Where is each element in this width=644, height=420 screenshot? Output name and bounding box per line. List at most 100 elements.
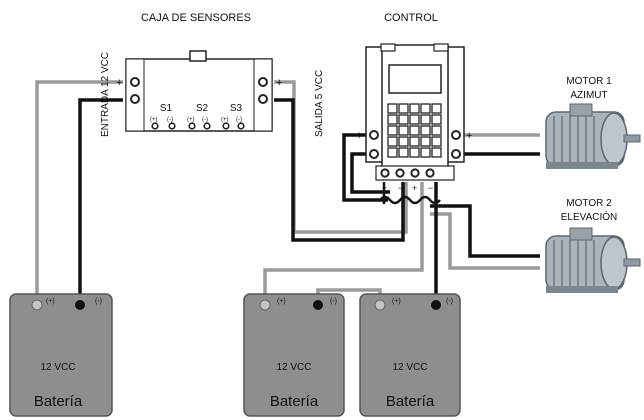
wire-control-left-negative [350, 152, 390, 194]
control-keypad [387, 103, 442, 158]
battery-3-neg-mark: (-) [446, 298, 453, 305]
s3-terminal-negative [237, 122, 245, 130]
keypad-key [398, 114, 409, 125]
control-right-positive-terminal [451, 130, 461, 140]
keypad-key [409, 136, 420, 147]
battery-3-name: Batería [386, 393, 435, 410]
battery-2-name: Batería [270, 393, 319, 410]
keypad-key [387, 114, 398, 125]
control-display [388, 64, 442, 94]
battery-1: (+) (-) 12 VCC Batería [9, 293, 113, 417]
sensor-box-body [125, 58, 273, 132]
keypad-key [398, 147, 409, 158]
battery-3: (+) (-) 12 VCC Batería [359, 293, 461, 417]
s3-terminal-positive [222, 122, 230, 130]
control-right-minus: − [466, 149, 472, 161]
keypad-key [398, 136, 409, 147]
battery-1-voltage: 12 VCC [40, 362, 75, 373]
sensor-box-out-positive-terminal [258, 77, 268, 87]
battery-3-positive-terminal [374, 299, 386, 311]
keypad-key [387, 147, 398, 158]
motor-1-icon [545, 103, 641, 169]
keypad-key [431, 125, 442, 136]
s1-terminal-positive [151, 122, 159, 130]
battery-2-body [243, 293, 345, 417]
motor-2-icon [545, 227, 641, 293]
keypad-key [431, 147, 442, 158]
motor-1-label-line1: MOTOR 1 [566, 76, 612, 87]
motor-1-label-line2: AZIMUT [570, 90, 607, 101]
s1-plus-mark: (+) [150, 117, 158, 123]
keypad-key [398, 125, 409, 136]
control-bottom-minus-2: − [428, 183, 433, 193]
output-voltage-label: SALIDA 5 VCC [314, 70, 325, 137]
sensor-out-plus: + [276, 77, 282, 89]
s1-terminal-negative [168, 122, 176, 130]
s3-minus-mark: (-) [236, 117, 242, 123]
sensor-box-tab [189, 50, 207, 62]
battery-1-neg-mark: (-) [95, 298, 102, 305]
battery-3-voltage: 12 VCC [392, 362, 427, 373]
keypad-key [420, 103, 431, 114]
control-top-tab-left [380, 43, 396, 52]
control-left-positive-terminal [369, 130, 379, 140]
sensor-in-plus: + [116, 77, 122, 89]
keypad-key [398, 103, 409, 114]
control-right-negative-terminal [451, 149, 461, 159]
sensor-box: S1 S2 S3 (+) (-) (+) (-) (+) (-) + − + −… [100, 50, 325, 137]
s2-minus-mark: (-) [202, 117, 208, 123]
sensor-terminals [151, 122, 245, 130]
s2-terminal-negative [203, 122, 211, 130]
control-right-plus: + [466, 130, 472, 142]
sensor-label-s1: S1 [160, 103, 173, 114]
control-bottom-terminal-1 [380, 168, 390, 178]
keypad-key [409, 147, 420, 158]
control-bottom-terminal-2 [395, 168, 405, 178]
control-bottom-terminal-4 [425, 168, 435, 178]
motor-2-label-line2: ELEVACIÓN [561, 210, 618, 223]
battery-2-voltage: 12 VCC [276, 362, 311, 373]
control-unit: + − + − + − + − [356, 43, 472, 193]
wire-bat1-positive [35, 80, 123, 305]
keypad-key [431, 136, 442, 147]
control-left-plus: + [356, 130, 362, 142]
sensor-in-minus: − [116, 95, 122, 107]
battery-2-negative-terminal [313, 300, 323, 310]
keypad-key [387, 103, 398, 114]
control-top-tab-right [433, 43, 449, 52]
keypad-key [431, 114, 442, 125]
keypad-key [431, 103, 442, 114]
wire-sensor-out-negative [274, 98, 405, 242]
battery-2-positive-terminal [259, 299, 271, 311]
motor-1: MOTOR 1 AZIMUT [545, 76, 641, 169]
s3-plus-mark: (+) [221, 117, 229, 123]
sensor-label-s3: S3 [230, 103, 243, 114]
control-left-negative-terminal [369, 149, 379, 159]
s1-minus-mark: (-) [167, 117, 173, 123]
keypad-key [420, 136, 431, 147]
control-bottom-terminal-3 [410, 168, 420, 178]
wire-motor2-positive [430, 212, 540, 270]
keypad-key [420, 114, 431, 125]
sensor-label-s2: S2 [196, 103, 209, 114]
keypad-key [420, 147, 431, 158]
sensor-box-in-negative-terminal [130, 94, 140, 104]
control-title: CONTROL [384, 12, 438, 24]
sensor-box-in-positive-terminal [130, 77, 140, 87]
wire-bat2-positive [263, 182, 424, 305]
wire-motor2-negative [430, 204, 540, 258]
battery-1-name: Batería [34, 393, 83, 410]
keypad-key [387, 136, 398, 147]
battery-3-pos-mark: (+) [392, 298, 401, 305]
keypad-key [387, 125, 398, 136]
battery-1-body [9, 293, 113, 417]
sensor-terminal-marks: (+) (-) (+) (-) (+) (-) [150, 117, 242, 123]
sensor-box-title: CAJA DE SENSORES [141, 12, 251, 24]
motor-2: MOTOR 2 ELEVACIÓN [545, 198, 641, 293]
battery-1-pos-mark: (+) [46, 298, 55, 305]
battery-1-positive-terminal [31, 299, 43, 311]
control-bottom-plus-2: + [412, 183, 417, 193]
sensor-box-out-negative-terminal [258, 94, 268, 104]
battery-1-negative-terminal [75, 300, 85, 310]
